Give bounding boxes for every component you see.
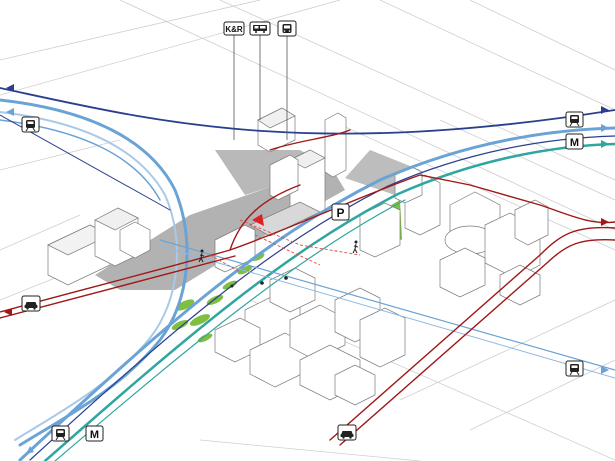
kiss-and-ride-label: K&R	[225, 25, 243, 34]
station-marker-icon	[252, 214, 264, 226]
metro-label: M	[90, 429, 99, 441]
train-icon	[21, 116, 40, 133]
pedestrian-icon	[198, 249, 205, 263]
metro-icon: M	[85, 425, 104, 442]
bus-icon	[249, 21, 271, 36]
pedestrian-icon	[352, 240, 359, 254]
train-icon	[51, 425, 70, 442]
train-icon	[565, 111, 584, 128]
car-icon	[21, 295, 41, 312]
metro-icon: M	[565, 133, 584, 150]
line-arrows	[4, 84, 609, 454]
pedestrian-routes	[209, 219, 361, 273]
car-icon	[337, 424, 357, 441]
rail-lines	[0, 87, 615, 461]
parking-icon: P	[331, 203, 350, 221]
kiss-and-ride-icon: K&R	[223, 21, 245, 36]
buildings	[47, 107, 549, 406]
tram-icon	[277, 20, 297, 37]
train-icon	[565, 360, 584, 377]
stop-points	[230, 276, 288, 288]
parking-label: P	[336, 206, 344, 220]
leader-lines	[233, 34, 288, 140]
metro-label: M	[570, 137, 579, 149]
